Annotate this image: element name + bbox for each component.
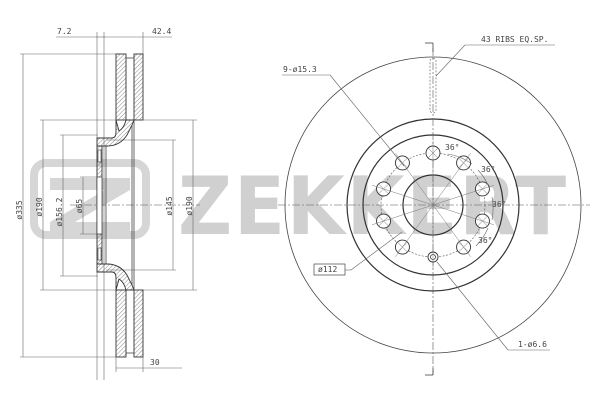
angle-label-1: 36° [445, 143, 459, 152]
dim-thickness: 30 [150, 358, 160, 367]
side-section-view: 7.2 42.4 ø335 ø190 ø156.2 ø65 ø145 ø190 [15, 27, 200, 380]
dim-outer-diameter: ø335 [15, 200, 24, 219]
dim-offset-7-2: 7.2 [57, 27, 72, 36]
watermark-logo-icon [30, 159, 150, 239]
angle-label-3: 36° [492, 200, 506, 209]
label-ribs: 43 RIBS EQ.SP. [481, 35, 548, 44]
label-small-hole: 1-ø6.6 [518, 340, 547, 349]
angle-label-2: 36° [481, 165, 495, 174]
rib-slot [429, 57, 437, 114]
label-bolt-circle: ø112 [318, 265, 337, 274]
dim-hat-inner-diameter: ø156.2 [55, 197, 64, 226]
label-bolt-holes: 9-ø15.3 [283, 65, 317, 74]
watermark-brand-text: ZEKKERT [178, 160, 568, 253]
dim-offset-42-4: 42.4 [152, 27, 171, 36]
dim-hat-diameter-left: ø190 [35, 197, 44, 216]
dim-center-bore: ø65 [75, 199, 84, 214]
dim-hat-outer-diameter: ø145 [165, 196, 174, 215]
front-view: 36° 36° 36° 36° 43 RIBS EQ.SP. 9-ø15.3 ø… [278, 35, 590, 376]
watermark: ZEKKERT [30, 159, 568, 253]
dim-hat-diameter-right: ø190 [185, 196, 194, 215]
angle-label-4: 36° [478, 236, 492, 245]
